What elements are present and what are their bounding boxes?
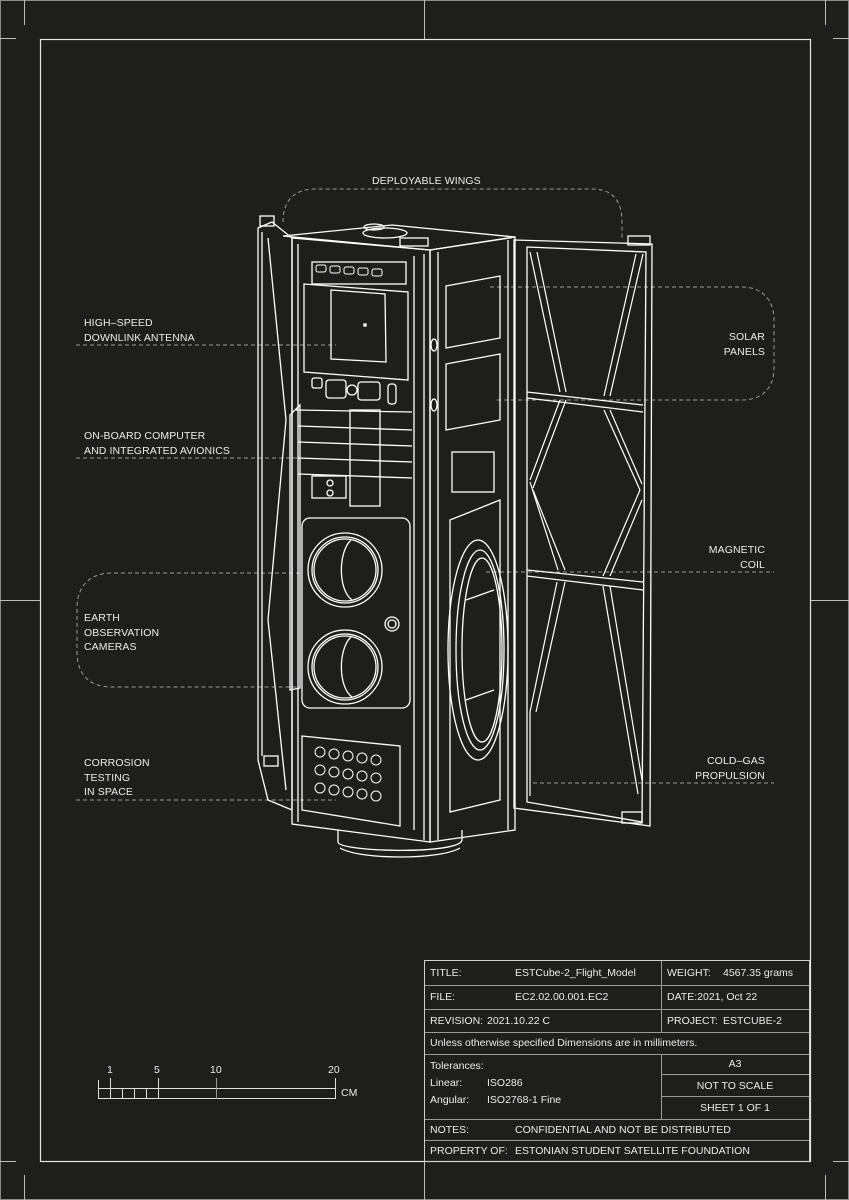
revision-value: 2021.10.22 C xyxy=(487,1014,551,1027)
linear-label: Linear: xyxy=(430,1077,463,1089)
callout-cameras-line3: CAMERAS xyxy=(84,641,137,653)
callout-cameras-line1: EARTH xyxy=(84,612,120,624)
project-value: ESTCUBE-2 xyxy=(723,1014,782,1027)
callout-solar: SOLAR PANELS xyxy=(724,330,765,359)
antenna-board xyxy=(303,283,409,381)
scale-tick-20: 20 xyxy=(328,1064,340,1076)
property-row: PROPERTY OF: ESTONIAN STUDENT SATELLITE … xyxy=(425,1140,809,1161)
revision-label: REVISION: xyxy=(430,1014,484,1027)
left-wing xyxy=(257,215,293,811)
title-block: TITLE: ESTCube-2_Flight_Model WEIGHT: 45… xyxy=(424,960,810,1162)
scale-bar xyxy=(98,1078,336,1099)
title-value: ESTCube-2_Flight_Model xyxy=(515,967,636,979)
satellite-drawing xyxy=(257,215,653,858)
callout-solar-line1: SOLAR xyxy=(728,331,765,343)
file-label: FILE: xyxy=(430,991,456,1003)
scale-note: NOT TO SCALE xyxy=(661,1075,809,1097)
callout-deployable-wings: DEPLOYABLE WINGS xyxy=(372,175,481,187)
notes-row: NOTES: CONFIDENTIAL AND NOT BE DISTRIBUT… xyxy=(425,1119,809,1141)
notes-value: CONFIDENTIAL AND NOT BE DISTRIBUTED xyxy=(515,1123,731,1136)
title-label: TITLE: xyxy=(430,967,462,979)
leader-deployable-wings xyxy=(282,188,623,240)
weight-value: 4567.35 grams xyxy=(723,967,794,979)
obc-stack xyxy=(289,403,413,691)
callout-cameras: EARTH OBSERVATION CAMERAS xyxy=(84,611,159,655)
callout-propulsion-line2: PROPULSION xyxy=(695,769,765,782)
front-face xyxy=(289,237,431,843)
corrosion-plate xyxy=(301,735,401,827)
callout-obc-line2: AND INTEGRATED AVIONICS xyxy=(84,444,231,457)
callout-magnetic-line1: MAGNETIC xyxy=(708,544,765,556)
callout-solar-line2: PANELS xyxy=(723,345,765,358)
tolerances-label: Tolerances: xyxy=(430,1060,484,1072)
dimensions-row: Unless otherwise specified Dimensions ar… xyxy=(425,1032,809,1055)
callout-antenna: HIGH–SPEED DOWNLINK ANTENNA xyxy=(84,316,195,345)
callout-obc: ON-BOARD COMPUTER AND INTEGRATED AVIONIC… xyxy=(84,429,230,458)
callout-propulsion: COLD–GAS PROPULSION xyxy=(695,754,765,783)
linear-value: ISO286 xyxy=(487,1077,523,1089)
property-label: PROPERTY OF: xyxy=(430,1144,508,1157)
callout-propulsion-line1: COLD–GAS xyxy=(707,755,765,767)
leader-cameras xyxy=(76,572,300,688)
callout-antenna-line1: HIGH–SPEED xyxy=(84,317,153,329)
callout-leaders xyxy=(76,188,775,801)
property-value: ESTONIAN STUDENT SATELLITE FOUNDATION xyxy=(515,1144,750,1157)
weight-label: WEIGHT: xyxy=(667,967,711,979)
callout-corrosion-line1: CORROSION xyxy=(84,757,150,769)
angular-label: Angular: xyxy=(430,1094,470,1106)
callout-corrosion-line3: IN SPACE xyxy=(84,786,134,798)
callout-obc-line1: ON-BOARD COMPUTER xyxy=(84,430,206,442)
bottom-ring xyxy=(337,830,463,858)
scale-tick-5: 5 xyxy=(154,1064,160,1076)
right-wing xyxy=(513,235,653,827)
callout-magnetic-line2: COIL xyxy=(740,558,765,571)
callout-antenna-line2: DOWNLINK ANTENNA xyxy=(84,331,195,344)
top-plate xyxy=(282,223,516,251)
camera-section xyxy=(301,517,411,709)
callout-corrosion: CORROSION TESTING IN SPACE xyxy=(84,756,150,800)
callout-magnetic: MAGNETIC COIL xyxy=(709,543,765,572)
scale-tick-10: 10 xyxy=(210,1064,222,1076)
file-row: FILE: EC2.02.00.001.EC2 DATE:2021, Oct 2… xyxy=(425,985,809,1010)
paper-size: A3 xyxy=(661,1054,809,1075)
sheet-number: SHEET 1 OF 1 xyxy=(700,1102,770,1114)
magnetic-coil xyxy=(447,499,509,813)
notes-label: NOTES: xyxy=(430,1123,470,1136)
project-label: PROJECT: xyxy=(667,1014,718,1027)
side-face xyxy=(429,236,516,843)
revision-row: REVISION: 2021.10.22 C PROJECT: ESTCUBE-… xyxy=(425,1009,809,1033)
scale-tick-1: 1 xyxy=(107,1064,113,1076)
tolerances-row: Tolerances: Linear: ISO286 Angular: ISO2… xyxy=(425,1054,809,1120)
title-row: TITLE: ESTCube-2_Flight_Model WEIGHT: 45… xyxy=(425,961,809,986)
scale-unit: CM xyxy=(341,1087,358,1099)
date-text: DATE:2021, Oct 22 xyxy=(667,991,758,1003)
dimensions-note: Unless otherwise specified Dimensions ar… xyxy=(430,1037,698,1049)
angular-value: ISO2768-1 Fine xyxy=(487,1094,562,1106)
callout-corrosion-line2: TESTING xyxy=(84,771,131,784)
callout-cameras-line2: OBSERVATION xyxy=(84,626,160,639)
file-value: EC2.02.00.001.EC2 xyxy=(515,991,609,1003)
